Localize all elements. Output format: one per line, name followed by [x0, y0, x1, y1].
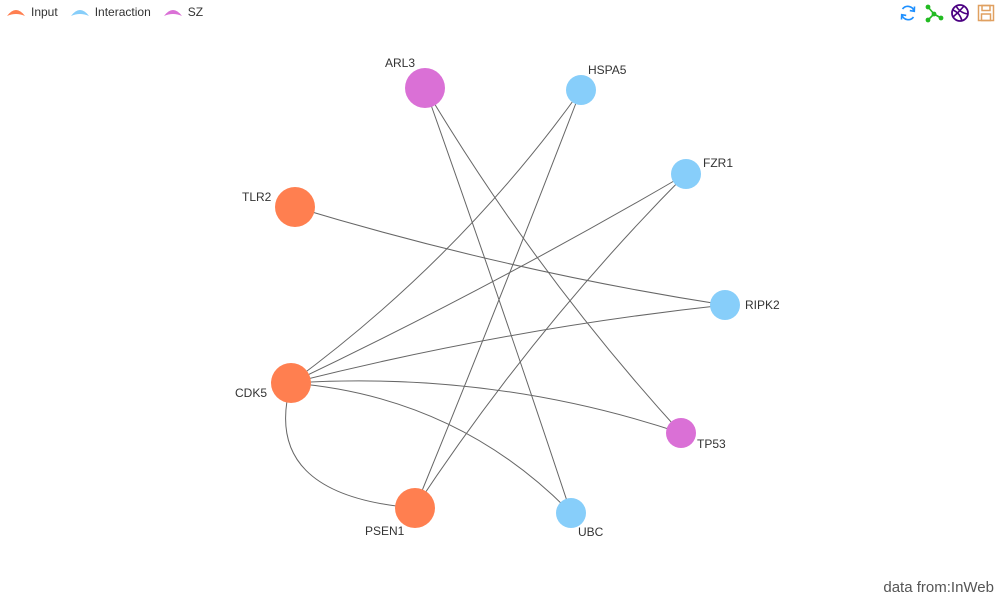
edge-arl3-tp53[interactable]	[424, 87, 682, 434]
node-tp53[interactable]	[666, 418, 696, 448]
node-ripk2[interactable]	[710, 290, 740, 320]
node-label-hspa5: HSPA5	[588, 63, 627, 77]
save-icon[interactable]	[976, 3, 996, 23]
edge-cdk5-ubc[interactable]	[290, 382, 572, 514]
node-ubc[interactable]	[556, 498, 586, 528]
node-label-ripk2: RIPK2	[745, 298, 780, 312]
legend-item-input[interactable]: Input	[6, 5, 58, 19]
edge-cdk5-ripk2[interactable]	[290, 304, 726, 384]
edge-cdk5-tp53[interactable]	[290, 380, 682, 434]
edge-psen1-hspa5[interactable]	[414, 89, 582, 509]
legend-label-input: Input	[31, 5, 58, 19]
node-fzr1[interactable]	[671, 159, 701, 189]
legend: Input Interaction SZ	[6, 4, 215, 20]
node-label-tp53: TP53	[697, 437, 726, 451]
edge-layer	[285, 87, 726, 514]
node-label-arl3: ARL3	[385, 56, 415, 70]
chord-icon[interactable]	[950, 3, 970, 23]
legend-item-sz[interactable]: SZ	[163, 5, 203, 19]
node-arl3[interactable]	[405, 68, 445, 108]
toolbox	[898, 3, 996, 23]
node-cdk5[interactable]	[271, 363, 311, 403]
node-label-psen1: PSEN1	[365, 524, 405, 538]
refresh-icon[interactable]	[898, 3, 918, 23]
node-psen1[interactable]	[395, 488, 435, 528]
node-label-cdk5: CDK5	[235, 386, 267, 400]
node-tlr2[interactable]	[275, 187, 315, 227]
legend-swatch-sz-icon	[163, 10, 182, 16]
edge-tlr2-ripk2[interactable]	[294, 206, 726, 306]
node-label-ubc: UBC	[578, 525, 604, 539]
edge-cdk5-psen1[interactable]	[285, 382, 416, 509]
network-icon[interactable]	[924, 3, 944, 23]
edge-cdk5-hspa5[interactable]	[290, 89, 582, 384]
legend-swatch-interaction-icon	[70, 10, 89, 16]
node-hspa5[interactable]	[566, 75, 596, 105]
legend-item-interaction[interactable]: Interaction	[70, 5, 151, 19]
edge-psen1-fzr1[interactable]	[414, 173, 687, 509]
legend-label-interaction: Interaction	[94, 5, 151, 19]
legend-swatch-input-icon	[7, 10, 25, 16]
node-label-fzr1: FZR1	[703, 156, 733, 170]
edge-cdk5-fzr1[interactable]	[290, 173, 687, 384]
edge-arl3-ubc[interactable]	[424, 87, 572, 514]
legend-label-sz: SZ	[187, 5, 204, 19]
data-source-note: data from:InWeb	[883, 579, 994, 596]
node-label-tlr2: TLR2	[242, 190, 272, 204]
